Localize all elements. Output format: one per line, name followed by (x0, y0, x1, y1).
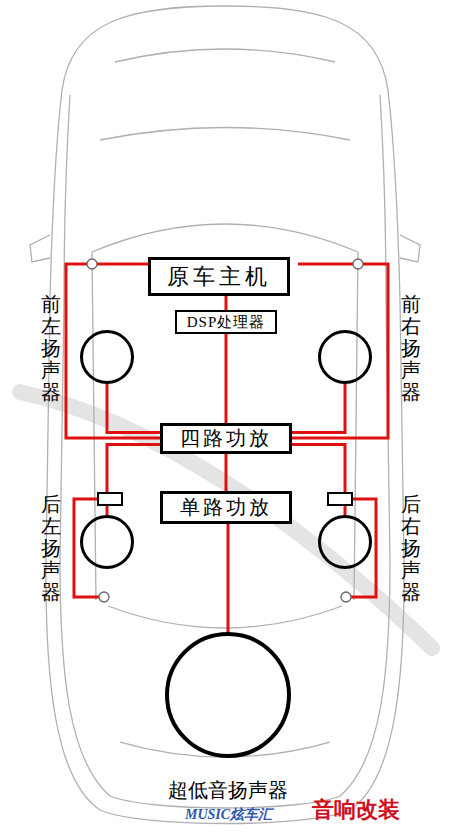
watermark-swoosh (20, 392, 432, 648)
speaker-label: 后右扬声器 (401, 493, 421, 603)
tweeter-wire (298, 263, 353, 266)
signal-wire (292, 384, 345, 433)
subwoofer-circle: 超低音扬声器 (165, 632, 291, 758)
logo-text: MUSIC炫车汇 (185, 806, 272, 824)
box-label: DSP处理器 (187, 313, 266, 332)
box-label: 原车主机 (167, 262, 271, 292)
windshield (92, 224, 358, 252)
dsp-box: DSP处理器 (175, 310, 277, 334)
box-label: 单路功放 (180, 494, 272, 521)
roof-side (354, 252, 358, 600)
mirror (400, 235, 420, 262)
signal-wire (225, 454, 228, 491)
speaker-label: 超低音扬声器 (168, 777, 288, 804)
crossover (328, 493, 352, 505)
signal-wire (107, 384, 160, 433)
signal-wire (225, 296, 228, 310)
speaker-circle: 后右扬声器 (318, 515, 372, 569)
tweeter-wire (66, 264, 160, 438)
tweeter-wire (292, 264, 388, 438)
rear-window (108, 606, 342, 628)
speaker-label: 前右扬声器 (401, 293, 421, 403)
signal-wire (225, 334, 228, 423)
hood-line (115, 49, 335, 62)
watermark-text: 音响改装 (312, 795, 400, 825)
speaker-circle: 后左扬声器 (80, 515, 134, 569)
tweeter (341, 592, 351, 602)
hood-line (100, 128, 350, 141)
speaker-label: 前左扬声器 (41, 293, 61, 403)
head-unit-box: 原车主机 (148, 257, 290, 296)
speaker-circle: 前右扬声器 (318, 330, 372, 384)
car-inner-line (60, 95, 390, 808)
speaker-circle: 前左扬声器 (80, 330, 134, 384)
tweeter-wire (74, 499, 99, 597)
signal-wire (227, 524, 230, 632)
mirror (30, 235, 50, 262)
tweeter (99, 592, 109, 602)
roof-side (92, 252, 96, 600)
box-label: 四路功放 (180, 425, 272, 452)
tweeter-wire (351, 499, 376, 597)
amplifier-box: 四路功放 (160, 423, 292, 454)
car-body (46, 6, 404, 824)
amplifier-box: 单路功放 (160, 491, 292, 524)
tweeter (353, 259, 363, 269)
speaker-label: 后左扬声器 (41, 493, 61, 603)
crossover (98, 493, 122, 505)
tweeter-wire (97, 263, 150, 266)
tweeter (87, 259, 97, 269)
